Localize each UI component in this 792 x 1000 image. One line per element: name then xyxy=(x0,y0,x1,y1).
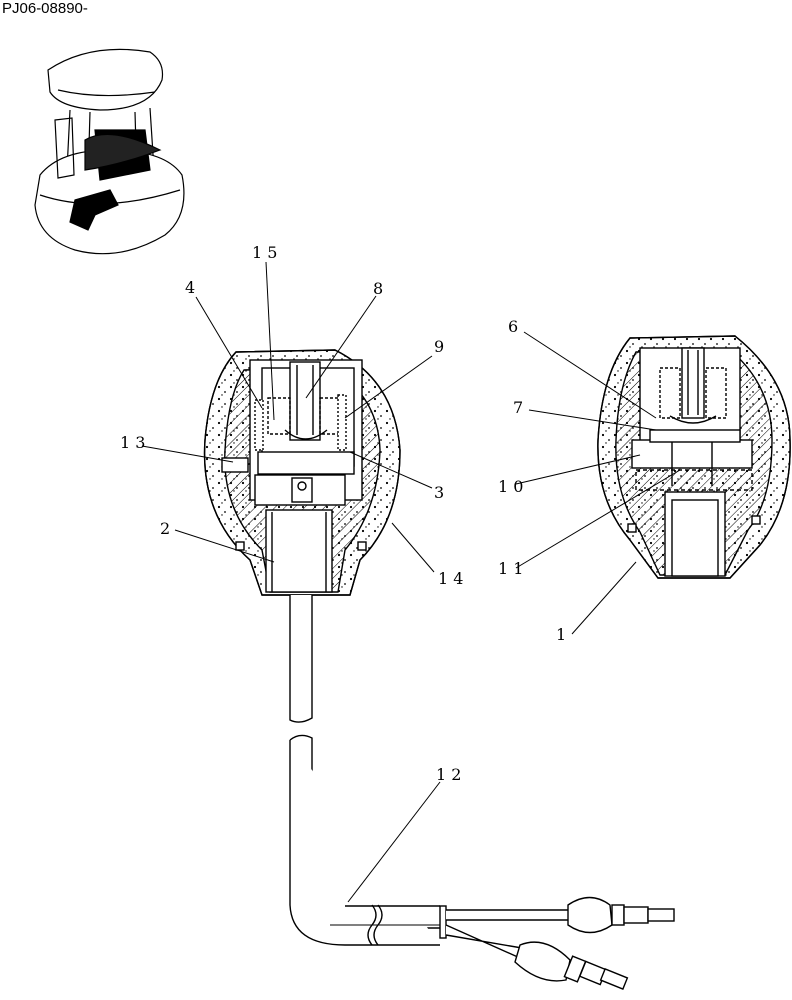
cable-shaft xyxy=(289,595,675,990)
callout-2: 2 xyxy=(160,519,170,538)
document-code: PJ06-08890- xyxy=(2,0,88,17)
left-grip-section xyxy=(203,349,401,596)
callout-labels: 1 5 4 8 9 1 3 3 2 1 4 6 7 1 0 1 1 1 1 2 xyxy=(120,243,566,784)
callout-11: 1 1 xyxy=(498,559,523,578)
leader-lines xyxy=(141,261,681,903)
callout-7: 7 xyxy=(513,398,523,417)
callout-9: 9 xyxy=(434,337,444,356)
callout-3: 3 xyxy=(434,483,444,502)
callout-14: 1 4 xyxy=(438,569,463,588)
machine-thumbnail xyxy=(34,48,185,255)
callout-4: 4 xyxy=(185,278,195,297)
callout-10: 1 0 xyxy=(498,477,523,496)
callout-12: 1 2 xyxy=(436,765,461,784)
callout-8: 8 xyxy=(373,279,383,298)
callout-6: 6 xyxy=(508,317,518,336)
callout-15: 1 5 xyxy=(252,243,277,262)
callout-1: 1 xyxy=(556,625,566,644)
callout-13: 1 3 xyxy=(120,433,145,452)
right-grip-section xyxy=(597,335,791,579)
